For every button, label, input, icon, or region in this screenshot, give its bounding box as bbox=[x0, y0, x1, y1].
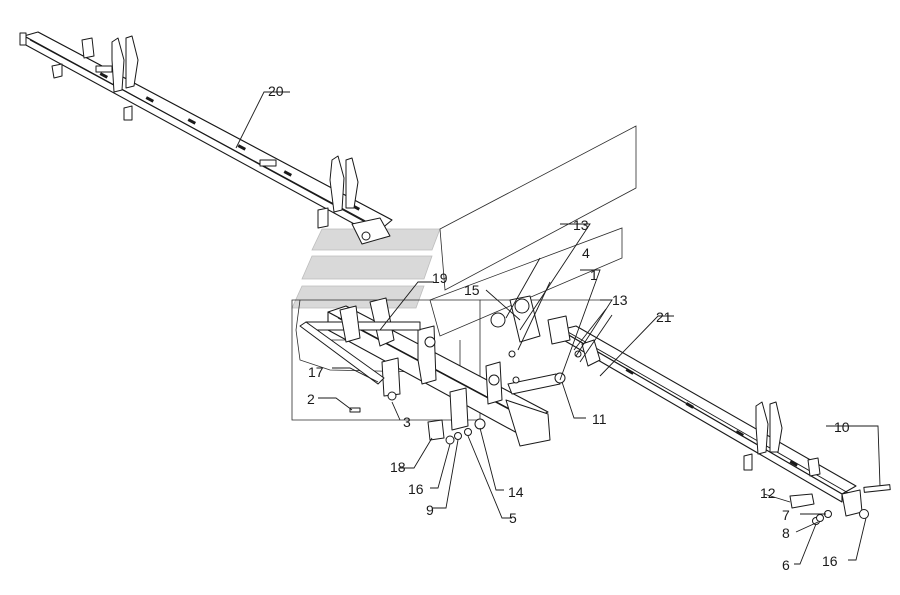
nut-16-right bbox=[859, 509, 869, 519]
callout-4: 4 bbox=[582, 245, 590, 261]
callout-5: 5 bbox=[509, 510, 517, 526]
end-cap-right bbox=[841, 489, 863, 517]
hydraulic-cylinder-11 bbox=[507, 372, 566, 395]
callout-9: 9 bbox=[426, 502, 434, 518]
callout-2: 2 bbox=[307, 391, 315, 407]
beam-brackets-right bbox=[581, 339, 821, 477]
callout-19: 19 bbox=[432, 270, 448, 286]
callout-16-left: 16 bbox=[408, 481, 424, 497]
callout-12: 12 bbox=[760, 485, 776, 501]
beam-brackets-left bbox=[51, 35, 359, 229]
callout-11: 11 bbox=[592, 411, 607, 427]
callout-16-right: 16 bbox=[822, 553, 838, 569]
center-frame bbox=[299, 295, 571, 447]
leader-lines bbox=[235, 91, 881, 565]
bolt-2 bbox=[349, 407, 361, 413]
callout-14: 14 bbox=[508, 484, 524, 500]
callout-3: 3 bbox=[403, 414, 411, 430]
washer-14 bbox=[474, 418, 486, 430]
callouts: 1 2 3 4 5 6 7 8 9 10 11 12 13 13 14 15 1… bbox=[268, 83, 850, 573]
callout-15: 15 bbox=[464, 282, 480, 298]
callout-17: 17 bbox=[308, 364, 324, 380]
washer-5 bbox=[464, 428, 472, 436]
callout-18: 18 bbox=[390, 459, 406, 475]
washer-16-left bbox=[445, 435, 455, 445]
end-plate-12 bbox=[789, 493, 815, 509]
loose-hardware bbox=[349, 350, 891, 525]
callout-13-right: 13 bbox=[612, 292, 628, 308]
washer-8 bbox=[816, 514, 824, 522]
callout-8: 8 bbox=[782, 525, 790, 541]
callout-1: 1 bbox=[590, 267, 598, 283]
washer-3 bbox=[387, 391, 397, 401]
washer-9 bbox=[454, 432, 462, 440]
beam-slots-right bbox=[625, 368, 798, 467]
hinge-box-left bbox=[351, 217, 391, 245]
callout-6: 6 bbox=[782, 557, 790, 573]
left-wing-beam bbox=[19, 31, 393, 245]
pin-10 bbox=[863, 484, 891, 493]
callout-13-top: 13 bbox=[573, 217, 589, 233]
callout-20: 20 bbox=[268, 83, 284, 99]
support-rod-17 bbox=[299, 321, 385, 385]
callout-7: 7 bbox=[782, 507, 790, 523]
strut-19 bbox=[339, 305, 361, 343]
callout-21: 21 bbox=[656, 309, 672, 325]
callout-10: 10 bbox=[834, 419, 850, 435]
block-18 bbox=[427, 419, 445, 441]
